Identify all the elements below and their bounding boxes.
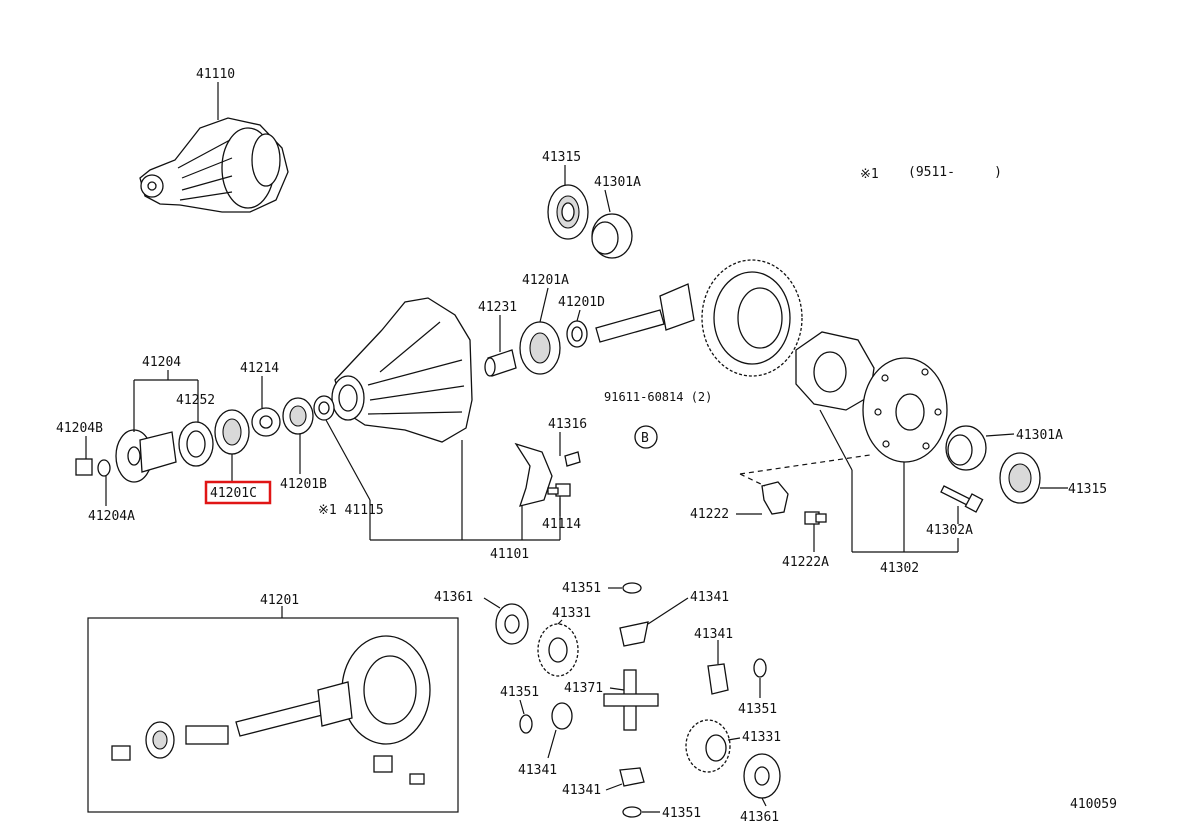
- label-41351-right[interactable]: 41351: [738, 702, 777, 717]
- label-41315-right[interactable]: 41315: [1068, 482, 1107, 497]
- part-41114-bolt[interactable]: [547, 483, 571, 497]
- label-41351-bottom[interactable]: 41351: [662, 806, 701, 821]
- label-41341-top[interactable]: 41341: [690, 590, 729, 605]
- label-41201-box[interactable]: 41201: [260, 593, 299, 608]
- part-41351-washer-right[interactable]: [753, 658, 767, 678]
- note-star-1: ※1: [860, 167, 879, 182]
- part-41371-spider-shaft[interactable]: [603, 669, 659, 731]
- part-41351-washer-bottom[interactable]: [622, 806, 642, 818]
- label-41351-left[interactable]: 41351: [500, 685, 539, 700]
- label-41351-top[interactable]: 41351: [562, 581, 601, 596]
- part-41231-spacer[interactable]: [484, 349, 517, 377]
- part-41101-carrier-housing[interactable]: [331, 297, 473, 443]
- part-41315-bearing-top[interactable]: [547, 184, 589, 240]
- label-41204B[interactable]: 41204B: [56, 421, 103, 436]
- part-41222A-bolt[interactable]: [804, 511, 827, 525]
- part-41341-pinion-bottom[interactable]: [619, 767, 645, 787]
- part-41361-thrust-washer-right[interactable]: [743, 753, 781, 799]
- part-41302A-bolt[interactable]: [940, 485, 984, 513]
- label-41204[interactable]: 41204: [142, 355, 181, 370]
- leader-lines: [85, 82, 1068, 813]
- part-41351-washer-top[interactable]: [622, 582, 642, 594]
- part-41302-case-flange[interactable]: [862, 357, 948, 463]
- label-41114[interactable]: 41114: [542, 517, 581, 532]
- part-41222-lock-plate[interactable]: [761, 481, 789, 515]
- part-41110-carrier-assembly[interactable]: [139, 117, 289, 213]
- part-41204B-washer[interactable]: [97, 459, 111, 477]
- label-41110[interactable]: 41110: [196, 67, 235, 82]
- label-41331-right[interactable]: 41331: [742, 730, 781, 745]
- label-91611[interactable]: 91611-60814 (2): [604, 390, 712, 404]
- label-41231[interactable]: 41231: [478, 300, 517, 315]
- part-ring-gear[interactable]: [701, 259, 803, 377]
- label-41331-left[interactable]: 41331: [552, 606, 591, 621]
- label-41222[interactable]: 41222: [690, 507, 729, 522]
- label-41115[interactable]: ※1 41115: [318, 503, 384, 518]
- label-41201C[interactable]: 41201C: [210, 486, 257, 501]
- reference-b-label: B: [641, 431, 649, 446]
- label-41371[interactable]: 41371: [564, 681, 603, 696]
- label-41361-right[interactable]: 41361: [740, 810, 779, 825]
- label-41201A[interactable]: 41201A: [522, 273, 569, 288]
- label-41302[interactable]: 41302: [880, 561, 919, 576]
- label-41222A[interactable]: 41222A: [782, 555, 829, 570]
- part-41201A-bearing[interactable]: [519, 321, 561, 375]
- label-41316[interactable]: 41316: [548, 417, 587, 432]
- part-41331-side-gear-right[interactable]: [685, 719, 731, 773]
- label-41341-bottom[interactable]: 41341: [562, 783, 601, 798]
- label-41341-left[interactable]: 41341: [518, 763, 557, 778]
- label-41341-mid[interactable]: 41341: [694, 627, 733, 642]
- highlight-box-41201C: [204, 480, 272, 505]
- label-41252[interactable]: 41252: [176, 393, 215, 408]
- label-41201B[interactable]: 41201B: [280, 477, 327, 492]
- part-41331-side-gear-left[interactable]: [537, 623, 579, 677]
- part-41201-ring-pinion-set[interactable]: [111, 635, 431, 785]
- part-41316-bracket[interactable]: [514, 442, 581, 507]
- label-41204A[interactable]: 41204A: [88, 509, 135, 524]
- note-date-range: (9511- ): [908, 165, 1002, 180]
- part-41315-bearing-right[interactable]: [999, 452, 1041, 504]
- part-41252-oil-seal[interactable]: [178, 421, 214, 467]
- part-41351-washer-left[interactable]: [519, 714, 533, 734]
- part-41201C-bearing[interactable]: [214, 409, 250, 455]
- label-41302A[interactable]: 41302A: [926, 523, 973, 538]
- part-41361-thrust-washer-left[interactable]: [495, 603, 529, 645]
- diagram-id: 410059: [1070, 797, 1117, 812]
- label-41201D[interactable]: 41201D: [558, 295, 605, 310]
- label-41301A-top[interactable]: 41301A: [594, 175, 641, 190]
- part-41341-pinion-top[interactable]: [619, 621, 649, 647]
- label-41214[interactable]: 41214: [240, 361, 279, 376]
- part-drive-pinion[interactable]: [595, 283, 695, 343]
- part-41204A-nut[interactable]: [75, 458, 93, 476]
- part-number-labels: 41110 41315 41301A ※1 (9511- ) 41201A 41…: [56, 67, 1117, 825]
- label-41301A-right[interactable]: 41301A: [1016, 428, 1063, 443]
- part-41301A-bearing-cup-right[interactable]: [945, 425, 987, 471]
- part-differential-case[interactable]: [795, 331, 875, 411]
- label-41361-left[interactable]: 41361: [434, 590, 473, 605]
- part-41341-pinion-right[interactable]: [707, 663, 729, 695]
- part-41341-pinion-mid[interactable]: [551, 702, 573, 730]
- part-41201B-bearing[interactable]: [282, 397, 314, 435]
- part-41214-spacer[interactable]: [251, 407, 281, 437]
- label-41101[interactable]: 41101: [490, 547, 529, 562]
- reference-b-circle: [634, 425, 658, 449]
- part-41204-companion-flange[interactable]: [115, 429, 177, 483]
- part-washer-41115[interactable]: [313, 395, 335, 421]
- part-41301A-bearing-cup-top[interactable]: [591, 213, 633, 259]
- label-41315-top[interactable]: 41315: [542, 150, 581, 165]
- part-41201D-washer[interactable]: [566, 320, 588, 348]
